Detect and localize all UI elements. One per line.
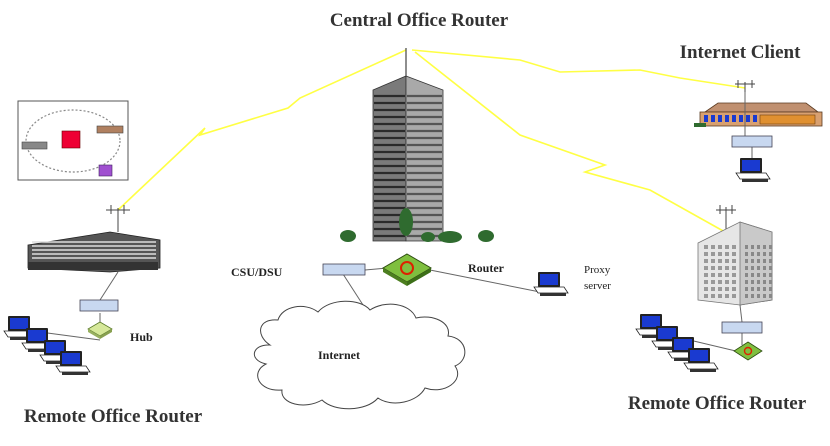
remote-office-left-building — [27, 205, 161, 273]
label-internet: Internet — [318, 348, 360, 362]
csu-dsu-central — [322, 263, 366, 276]
remote-office-right-building — [697, 205, 773, 306]
ring-node-brown — [96, 125, 124, 134]
label-csu-dsu: CSU/DSU — [231, 265, 283, 279]
label-hub: Hub — [130, 330, 153, 344]
ring-node-purple — [98, 164, 113, 177]
label-proxy: Proxy — [584, 264, 611, 276]
label-router: Router — [468, 261, 505, 275]
computer-right-4 — [683, 348, 719, 372]
link-central-to-remote-right — [414, 51, 726, 233]
title-central-office-router: Central Office Router — [330, 10, 509, 31]
csu-dsu-boxes — [79, 135, 773, 334]
computer-proxy-server — [533, 272, 569, 296]
label-server: server — [584, 280, 611, 292]
central-router-device — [382, 253, 432, 286]
ring-node-gray — [21, 141, 48, 150]
link-central-to-internet-client — [411, 49, 746, 89]
csu-dsu-left — [79, 299, 119, 312]
computer-left-4 — [55, 351, 91, 375]
title-internet-client: Internet Client — [680, 42, 802, 63]
hub-device — [87, 321, 113, 339]
internet-client-house — [694, 80, 823, 127]
central-office-building — [372, 48, 444, 242]
token-ring-network — [17, 100, 129, 181]
csu-dsu-right — [721, 321, 763, 334]
title-remote-office-router-right: Remote Office Router — [628, 393, 807, 414]
link-central-to-remote-left — [117, 49, 407, 211]
computers — [3, 158, 771, 375]
internet-cloud — [254, 300, 466, 410]
csu-dsu-client — [731, 135, 773, 148]
trees — [340, 208, 494, 243]
title-remote-office-router-left: Remote Office Router — [24, 406, 203, 427]
ring-node-red — [61, 130, 81, 149]
remote-right-router-device — [733, 341, 763, 361]
computer-internet-client — [735, 158, 771, 182]
wan-links — [117, 49, 746, 233]
